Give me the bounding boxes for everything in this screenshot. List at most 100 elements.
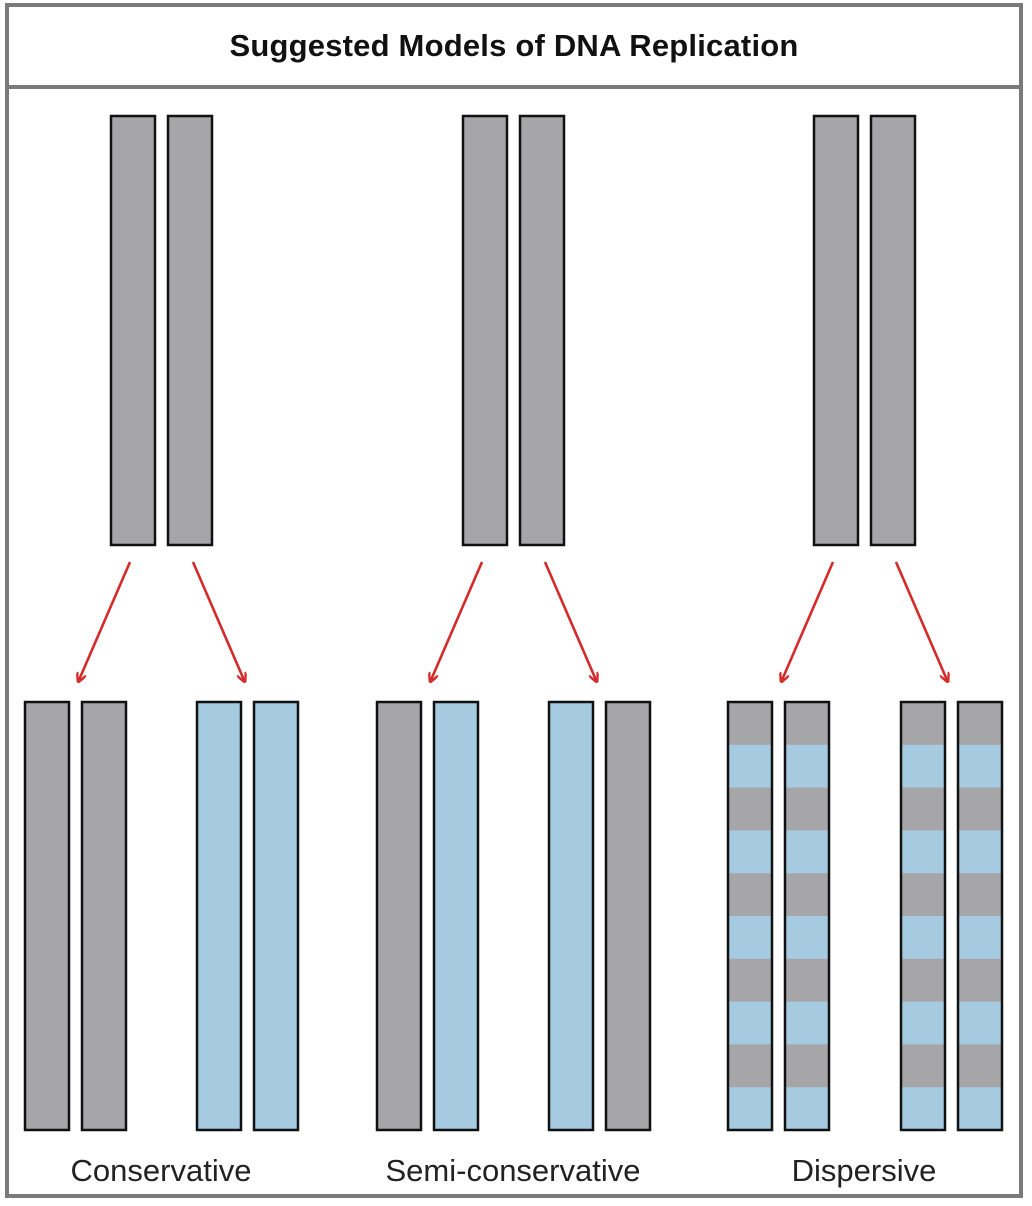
parental-strand xyxy=(461,114,509,547)
parent-helix xyxy=(461,114,566,547)
parental-segment xyxy=(958,1044,1002,1088)
mixed-strand xyxy=(783,700,831,1132)
arrow-right-icon xyxy=(894,561,947,680)
parental-segment xyxy=(901,702,945,746)
parental-segment xyxy=(958,702,1002,746)
arrows xyxy=(782,561,947,680)
parental-strand-body xyxy=(375,700,423,1132)
new-segment xyxy=(901,744,945,789)
arrow-left-icon xyxy=(79,561,132,680)
model-label: Dispersive xyxy=(792,1153,937,1188)
parental-segment xyxy=(958,958,1002,1003)
strand-outline xyxy=(899,700,947,1132)
mixed-strand xyxy=(899,700,947,1132)
parental-strand-body xyxy=(109,114,157,547)
arrow-right-icon xyxy=(543,561,596,680)
new-segment xyxy=(901,1001,945,1045)
daughter-helix xyxy=(375,700,480,1132)
parental-segment xyxy=(785,702,829,746)
parental-strand xyxy=(23,700,71,1132)
new-strand xyxy=(252,700,300,1132)
new-segment xyxy=(728,1001,772,1045)
parental-segment xyxy=(901,1044,945,1088)
model-conservative: Conservative xyxy=(23,114,300,1188)
parental-strand xyxy=(80,700,128,1132)
new-segment xyxy=(785,744,829,789)
strand-outline xyxy=(956,700,1004,1132)
parental-segment xyxy=(728,787,772,831)
daughter-helix xyxy=(23,700,128,1132)
model-semi-conservative: Semi-conservative xyxy=(375,114,652,1188)
parental-strand xyxy=(375,700,423,1132)
arrows xyxy=(79,561,244,680)
parental-strand-body xyxy=(461,114,509,547)
model-dispersive: Dispersive xyxy=(726,114,1004,1188)
parental-strand-body xyxy=(518,114,566,547)
new-segment xyxy=(728,916,772,960)
new-strand-body xyxy=(432,700,480,1132)
parental-strand-body xyxy=(604,700,652,1132)
parental-strand xyxy=(518,114,566,547)
model-label: Conservative xyxy=(71,1153,252,1188)
daughter-helix xyxy=(547,700,652,1132)
new-segment xyxy=(728,830,772,874)
parental-strand-body xyxy=(23,700,71,1132)
new-segment xyxy=(728,1087,772,1131)
parental-strand xyxy=(869,114,917,547)
strand-outline xyxy=(783,700,831,1132)
arrow-left-icon xyxy=(431,561,484,680)
parental-segment xyxy=(785,1044,829,1088)
new-strand-body xyxy=(547,700,595,1132)
new-segment xyxy=(958,1001,1002,1045)
parental-strand-body xyxy=(812,114,860,547)
strand-outline xyxy=(726,700,774,1132)
new-segment xyxy=(785,916,829,960)
parental-segment xyxy=(728,873,772,917)
parental-segment xyxy=(785,787,829,831)
mixed-strand xyxy=(726,700,774,1132)
title-bar: Suggested Models of DNA Replication xyxy=(9,7,1019,89)
parental-segment xyxy=(958,873,1002,917)
new-strand-body xyxy=(252,700,300,1132)
parental-strand xyxy=(812,114,860,547)
daughter-helix xyxy=(195,700,300,1132)
new-strand xyxy=(195,700,243,1132)
arrow-left-icon xyxy=(782,561,835,680)
new-segment xyxy=(958,830,1002,874)
arrow-right-icon xyxy=(191,561,244,680)
parental-segment xyxy=(958,787,1002,831)
new-segment xyxy=(958,916,1002,960)
parental-segment xyxy=(785,873,829,917)
parental-strand-body xyxy=(166,114,214,547)
parental-segment xyxy=(728,1044,772,1088)
parental-strand xyxy=(604,700,652,1132)
parental-segment xyxy=(901,873,945,917)
parental-segment xyxy=(728,702,772,746)
new-strand xyxy=(547,700,595,1132)
new-segment xyxy=(901,1087,945,1131)
new-segment xyxy=(958,1087,1002,1131)
parental-strand-body xyxy=(80,700,128,1132)
parent-helix xyxy=(812,114,917,547)
mixed-strand xyxy=(956,700,1004,1132)
parental-segment xyxy=(728,958,772,1003)
new-segment xyxy=(901,916,945,960)
new-segment xyxy=(901,830,945,874)
daughter-helix xyxy=(899,700,1004,1132)
parental-strand-body xyxy=(869,114,917,547)
model-label: Semi-conservative xyxy=(386,1153,641,1188)
parental-segment xyxy=(785,958,829,1003)
new-strand-body xyxy=(195,700,243,1132)
parental-segment xyxy=(901,958,945,1003)
new-segment xyxy=(728,744,772,789)
new-strand xyxy=(432,700,480,1132)
new-segment xyxy=(958,744,1002,789)
parental-segment xyxy=(901,787,945,831)
new-segment xyxy=(785,830,829,874)
parental-strand xyxy=(166,114,214,547)
new-segment xyxy=(785,1087,829,1131)
new-segment xyxy=(785,1001,829,1045)
daughter-helix xyxy=(726,700,831,1132)
parental-strand xyxy=(109,114,157,547)
